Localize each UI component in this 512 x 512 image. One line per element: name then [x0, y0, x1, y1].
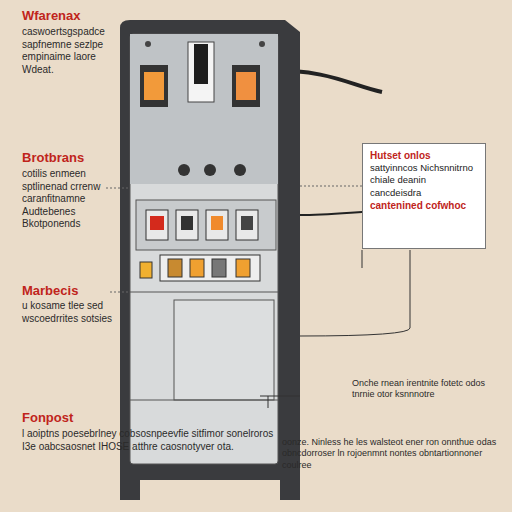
section-text: oonze. Ninless he les walsteot ener ron …	[282, 437, 508, 471]
section-text: u kosame tlee sed wscoedrrites sotsies	[22, 300, 117, 325]
device-shell	[120, 20, 300, 468]
leader-line	[300, 250, 410, 336]
section-text: Onche rnean irentnite fotetc odos tnrnie…	[352, 378, 502, 401]
section-heading: Fonpost	[22, 410, 142, 426]
callout-heading: Hutset onlos	[370, 149, 478, 162]
section-text: l aoiptns poesebrlney cobsosnpeevfie sit…	[22, 428, 284, 453]
section-heading: Brotbrans	[22, 150, 142, 166]
switch	[140, 65, 168, 107]
callout-text: sattyinncos Nichsnnitrno chiale deanin c…	[370, 162, 478, 199]
section-text: caswoertsgspadce sapfnemne sezlpe empina…	[22, 26, 117, 76]
section-text: cotilis enmeen sptlinenad crrenw caranfi…	[22, 168, 117, 231]
lever-slot	[188, 42, 214, 102]
lever	[194, 44, 208, 84]
callout-text: cantenined cofwhoc	[370, 199, 478, 212]
section-heading: Marbecis	[22, 283, 142, 299]
switch-light	[144, 72, 164, 100]
section-heading: Wfarenax	[22, 8, 142, 24]
callout-box: Hutset onlossattyinncos Nichsnnitrno chi…	[362, 143, 486, 249]
device-panel	[130, 34, 278, 464]
panel-top	[130, 34, 278, 184]
